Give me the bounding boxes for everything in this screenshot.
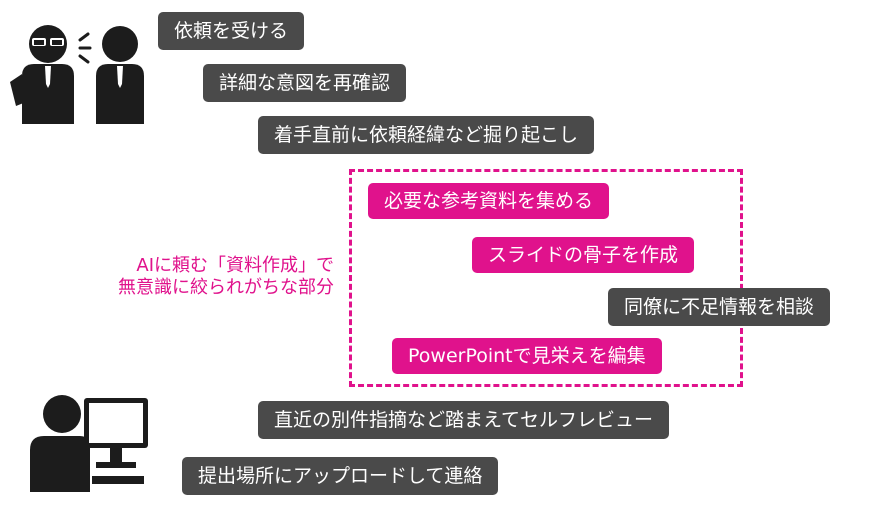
ai-scope-dashed-box (349, 169, 743, 387)
step-edit-in-powerpoint: PowerPointで見栄えを編集 (392, 338, 662, 374)
step-upload-and-notify: 提出場所にアップロードして連絡 (182, 457, 499, 495)
step-self-review: 直近の別件指摘など踏まえてセルフレビュー (258, 401, 670, 439)
step-receive-request: 依頼を受ける (158, 12, 305, 50)
step-collect-references: 必要な参考資料を集める (368, 183, 610, 219)
annotation-line-2: 無意識に絞られがちな部分 (118, 277, 334, 298)
person-at-computer-icon (30, 395, 148, 492)
step-dig-up-background: 着手直前に依頼経緯など掘り起こし (258, 116, 595, 154)
step-reconfirm-intent: 詳細な意図を再確認 (203, 64, 407, 102)
ai-scope-annotation: AIに頼む「資料作成」で 無意識に絞られがちな部分 (118, 255, 334, 299)
two-people-talking-icon (10, 25, 144, 124)
step-consult-colleague: 同僚に不足情報を相談 (608, 288, 831, 326)
annotation-line-1: AIに頼む「資料作成」で (136, 255, 334, 276)
step-create-outline: スライドの骨子を作成 (472, 237, 695, 273)
